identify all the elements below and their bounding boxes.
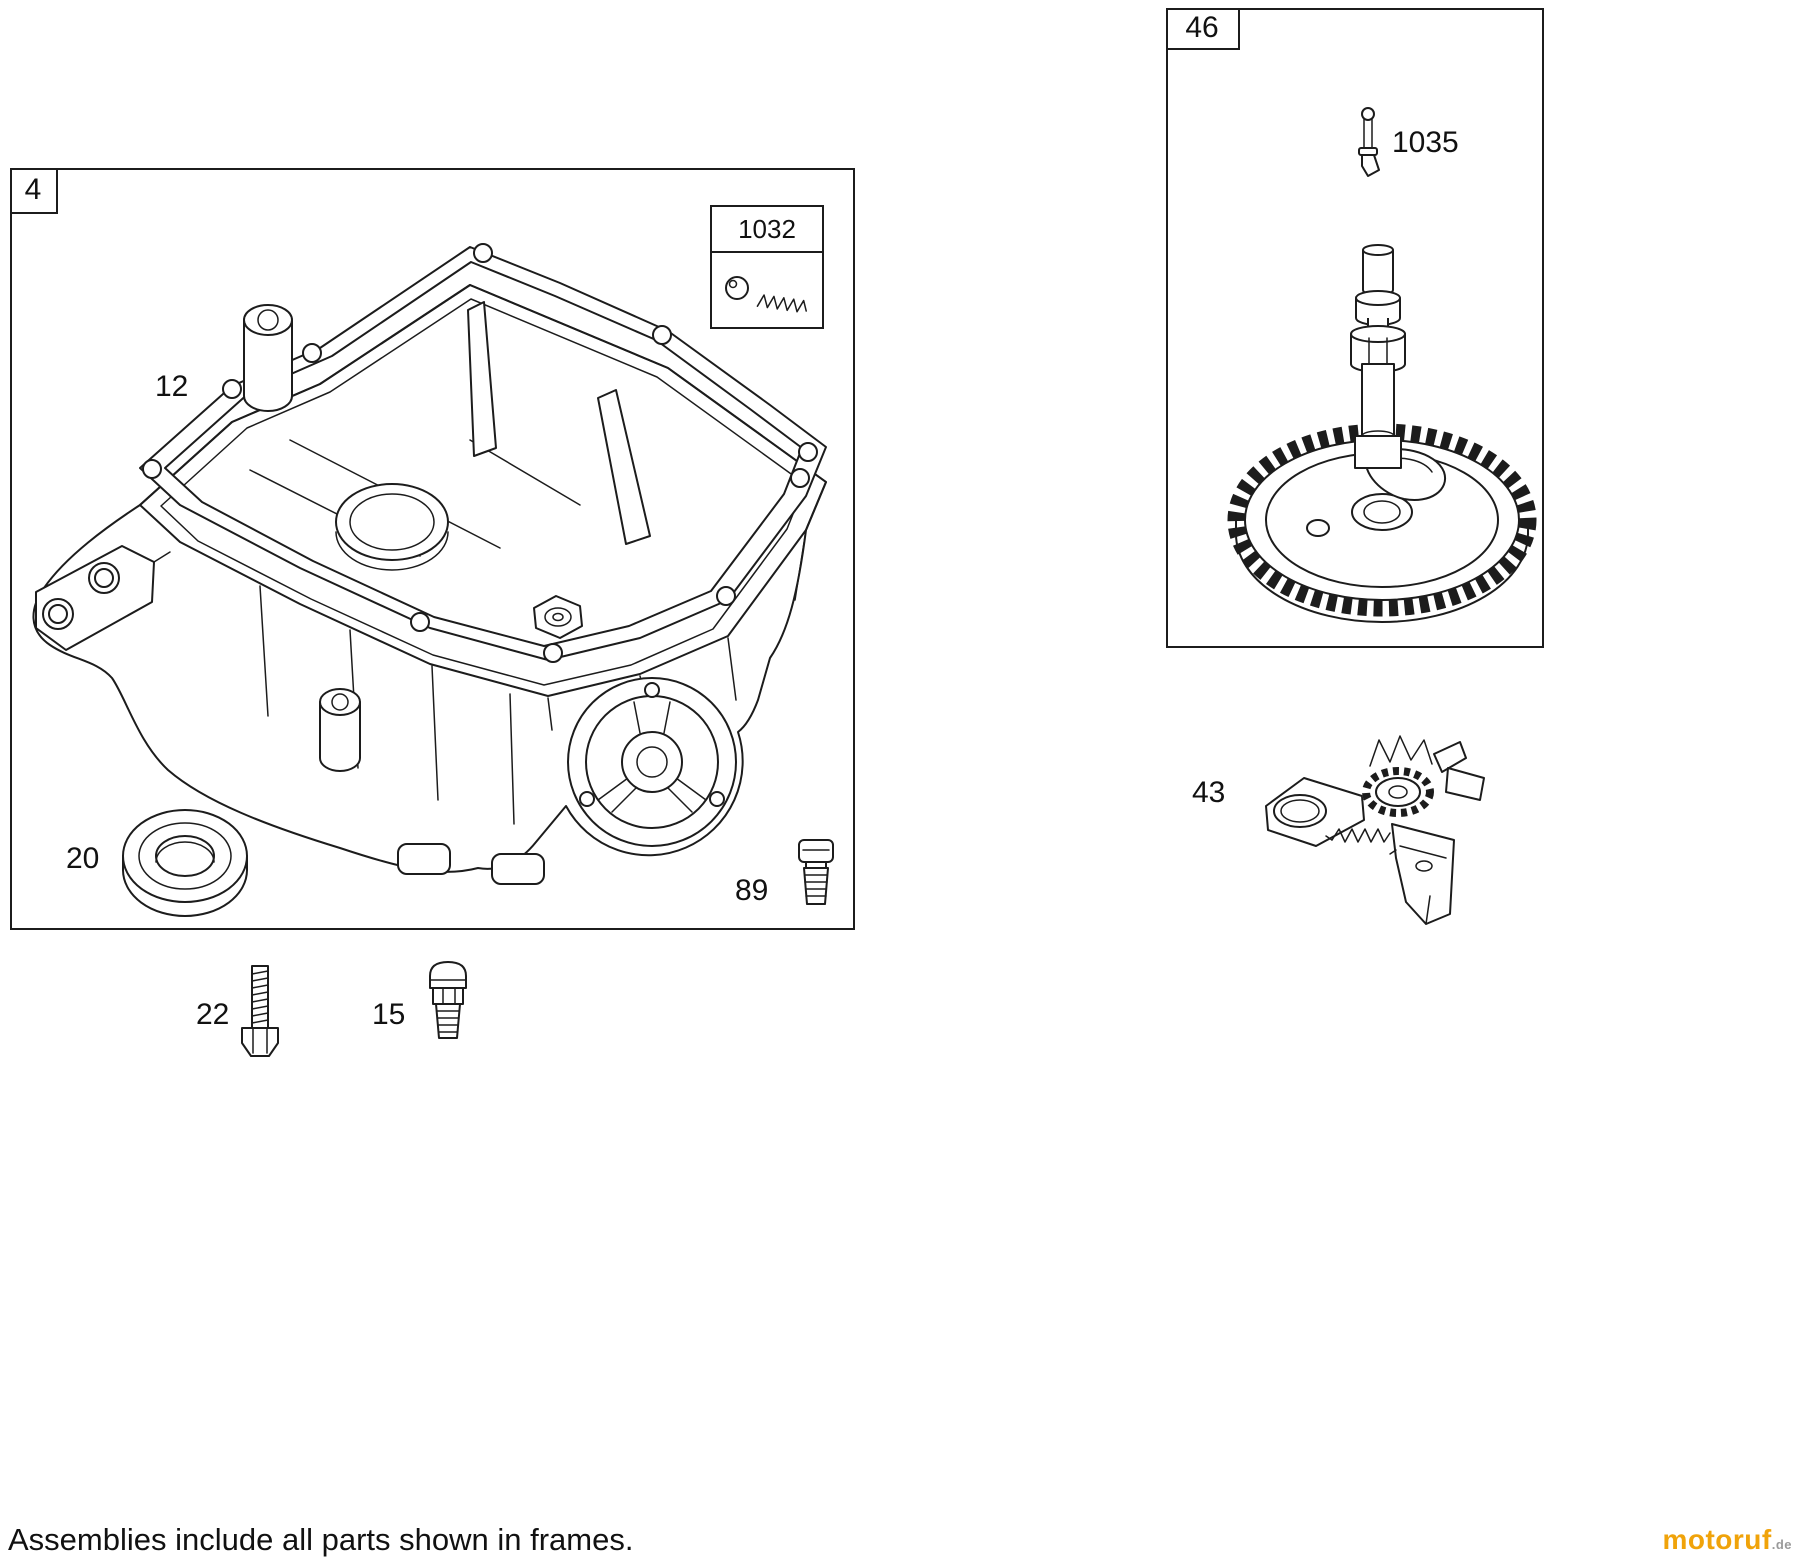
crankcase-sump-illustration — [32, 284, 827, 885]
kit-frame-1032-label: 1032 — [712, 207, 822, 253]
assembly-frame-4-label: 4 — [10, 168, 58, 214]
part-label-12: 12 — [155, 370, 189, 403]
governor-43-illustration — [1265, 735, 1485, 925]
part-label-22: 22 — [196, 998, 230, 1031]
assembly-frame-4: 4 — [10, 168, 855, 930]
motoruf-logo-tld: .de — [1771, 1537, 1792, 1552]
oil-seal-illustration — [122, 809, 248, 917]
part-label-1035: 1035 — [1392, 126, 1459, 159]
kit-frame-1032: 1032 — [710, 205, 824, 329]
part-label-43: 43 — [1192, 776, 1226, 809]
kit-1032-parts-illustration — [725, 276, 807, 313]
assembly-frame-46-label: 46 — [1166, 8, 1240, 50]
footer-note: Assemblies include all parts shown in fr… — [8, 1522, 634, 1557]
part-label-20: 20 — [66, 842, 100, 875]
motoruf-logo[interactable]: motoruf.de — [1662, 1524, 1792, 1556]
gasket-illustration — [139, 243, 827, 663]
pipe-plug-15-illustration — [429, 961, 467, 1039]
drain-plug-89-illustration — [798, 839, 834, 905]
screw-22-illustration — [241, 965, 279, 1057]
part-label-15: 15 — [372, 998, 406, 1031]
assembly-frame-46: 46 — [1166, 8, 1544, 648]
tappet-1035-illustration — [1358, 107, 1380, 177]
camshaft-illustration — [1227, 244, 1537, 623]
motoruf-logo-brand: motoruf — [1662, 1524, 1772, 1555]
part-label-89: 89 — [735, 874, 769, 907]
